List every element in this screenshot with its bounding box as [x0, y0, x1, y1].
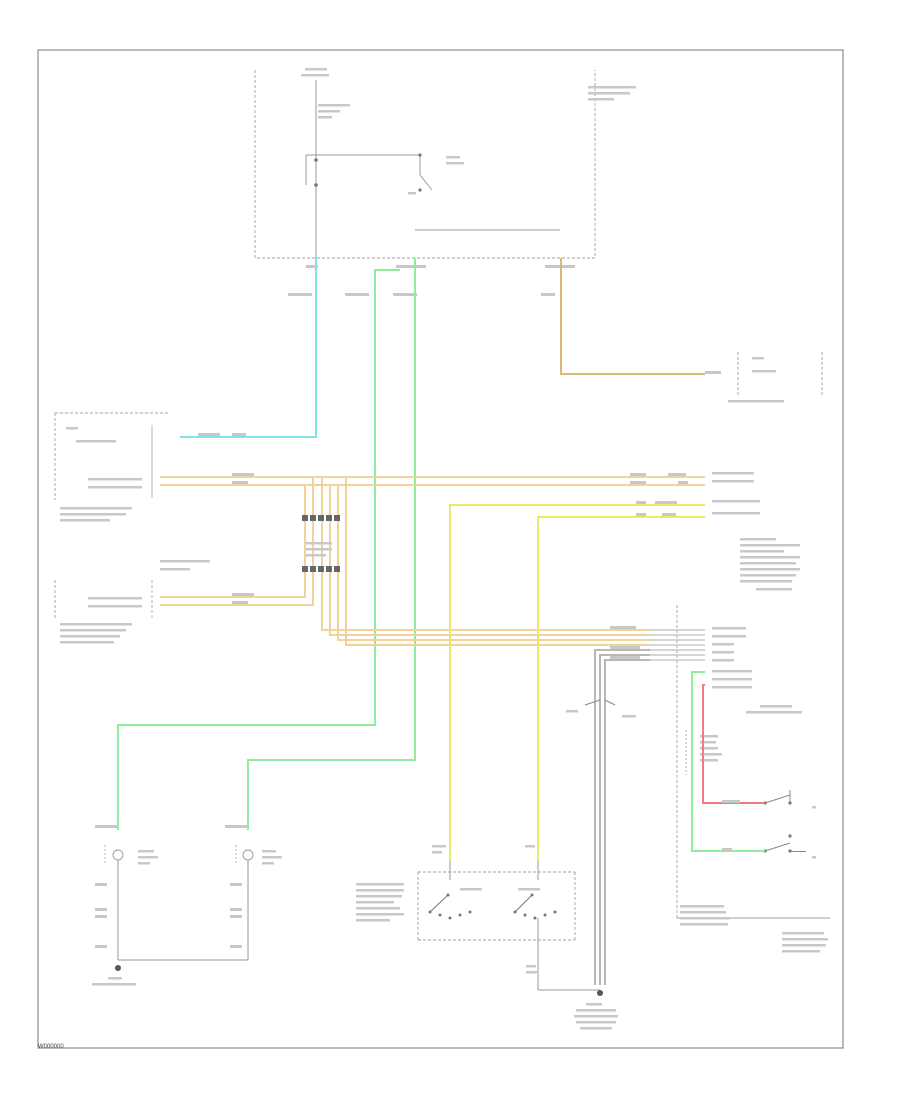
right-pin-labels: [712, 472, 800, 591]
data-bus-wires: [160, 476, 705, 646]
wire-tan: [560, 258, 705, 375]
wire-green-right: [247, 258, 416, 830]
gray-wires: [594, 649, 650, 985]
ground-point-center: [597, 990, 603, 996]
left-lower-module: [54, 560, 210, 644]
diagram-frame: [37, 49, 844, 1049]
wire-green-left: [117, 269, 400, 830]
diagram-code: W000000: [38, 1044, 64, 1050]
ground-point-left: [115, 965, 121, 971]
bus-tail-wires: [650, 629, 705, 661]
wire-light-blue: [180, 258, 317, 438]
splice-packs: [302, 515, 340, 572]
wire-red-tcm: [702, 684, 765, 804]
small-switch: [566, 699, 636, 718]
yellow-wires: [449, 504, 705, 860]
tcm-block: [676, 605, 830, 953]
lamp-left: [225, 825, 282, 960]
top-module-box: [254, 68, 636, 268]
seat-sensor-box: [728, 352, 823, 403]
shifter-module: [356, 845, 576, 990]
top-wires: [117, 258, 721, 830]
left-upper-module: [54, 412, 170, 522]
lamp-right: [95, 825, 158, 960]
